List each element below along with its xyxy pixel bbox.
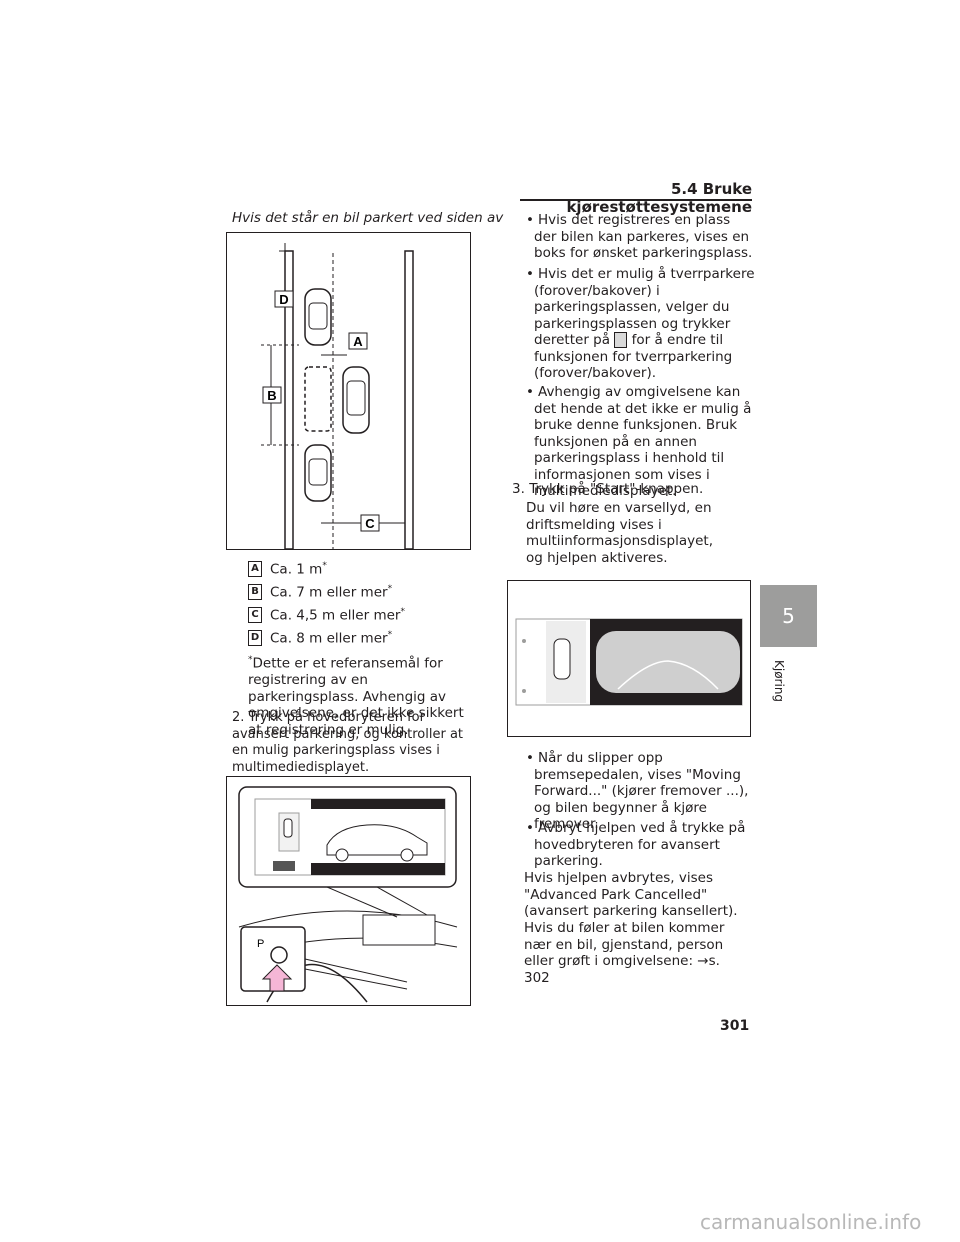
bullet-5: •Avbryt hjelpen ved å trykke på hovedbry… bbox=[526, 820, 746, 869]
press-arrow-icon bbox=[261, 964, 293, 992]
legend-text-d: Ca. 8 m eller mer bbox=[270, 630, 388, 647]
multi-info-display-svg bbox=[515, 618, 743, 706]
svg-text:B: B bbox=[267, 388, 276, 403]
legend-key-b: B bbox=[248, 584, 262, 600]
bullet-2: •Hvis det er mulig å tverrparkere (forov… bbox=[526, 266, 755, 381]
legend-text-c: Ca. 4,5 m eller mer bbox=[270, 607, 401, 624]
figure-caption: Hvis det står en bil parkert ved siden a… bbox=[232, 210, 504, 226]
legend-key-d: D bbox=[248, 630, 262, 646]
chapter-label: Kjøring bbox=[772, 660, 786, 703]
parking-space-box bbox=[304, 366, 332, 432]
multi-info-display-illustration bbox=[507, 580, 751, 737]
bullet-4: •Når du slipper opp bremsepedalen, vises… bbox=[526, 750, 749, 832]
parked-car-top bbox=[304, 288, 332, 346]
svg-text:A: A bbox=[353, 334, 363, 349]
legend-key-a: A bbox=[248, 561, 262, 577]
label-c: C bbox=[360, 514, 380, 532]
chapter-tab: 5 bbox=[760, 585, 817, 647]
bullet-1: •Hvis det registreres en plass der bilen… bbox=[526, 212, 753, 261]
paragraph-cancelled: Hvis hjelpen avbrytes, vises "Advanced P… bbox=[524, 870, 738, 919]
step-3: 3. Trykk på "Start"-knappen. bbox=[512, 481, 752, 498]
parked-car-bottom bbox=[304, 444, 332, 502]
watermark: carmanualsonline.info bbox=[700, 1210, 922, 1234]
footnote: *Dette er et referansemål for registreri… bbox=[248, 655, 464, 738]
own-car bbox=[342, 366, 370, 434]
cross-parking-icon bbox=[614, 332, 628, 348]
step-3-description: Du vil høre en varsellyd, en driftsmeldi… bbox=[526, 500, 714, 566]
section-header: 5.4 Bruke kjørestøttesystemene bbox=[566, 180, 752, 216]
legend-row-d: D Ca. 8 m eller mer* bbox=[248, 630, 392, 647]
parking-diagram-svg: A B C D bbox=[261, 243, 414, 550]
legend-text-b: Ca. 7 m eller mer bbox=[270, 584, 388, 601]
label-d: D bbox=[274, 290, 294, 308]
step-3-number: 3. bbox=[512, 481, 525, 497]
page-number: 301 bbox=[720, 1018, 750, 1034]
legend-row-c: C Ca. 4,5 m eller mer* bbox=[248, 607, 405, 624]
parking-diagram: A B C D bbox=[226, 232, 471, 550]
legend-row-b: B Ca. 7 m eller mer* bbox=[248, 584, 392, 601]
switch-label: P bbox=[257, 938, 264, 950]
svg-text:D: D bbox=[279, 292, 288, 307]
step-2: 2. Trykk på hovedbryteren for avansert p… bbox=[232, 710, 472, 776]
legend-text-a: Ca. 1 m bbox=[270, 561, 323, 578]
legend-key-c: C bbox=[248, 607, 262, 623]
paragraph-nearby: Hvis du føler at bilen kommer nær en bil… bbox=[524, 920, 725, 986]
label-a: A bbox=[348, 332, 368, 350]
legend-row-a: A Ca. 1 m* bbox=[248, 561, 327, 578]
label-b: B bbox=[262, 386, 282, 404]
header-rule bbox=[520, 199, 752, 201]
dashboard-svg: P bbox=[238, 786, 458, 1003]
step-2-text: Trykk på hovedbryteren for avansert park… bbox=[232, 710, 464, 775]
step-2-number: 2. bbox=[232, 710, 245, 725]
step-3-text: Trykk på "Start"-knappen. bbox=[529, 481, 704, 497]
svg-text:C: C bbox=[365, 516, 375, 531]
bullet-3: •Avhengig av omgivelsene kan det hende a… bbox=[526, 384, 752, 499]
dashboard-illustration: P bbox=[226, 776, 471, 1006]
